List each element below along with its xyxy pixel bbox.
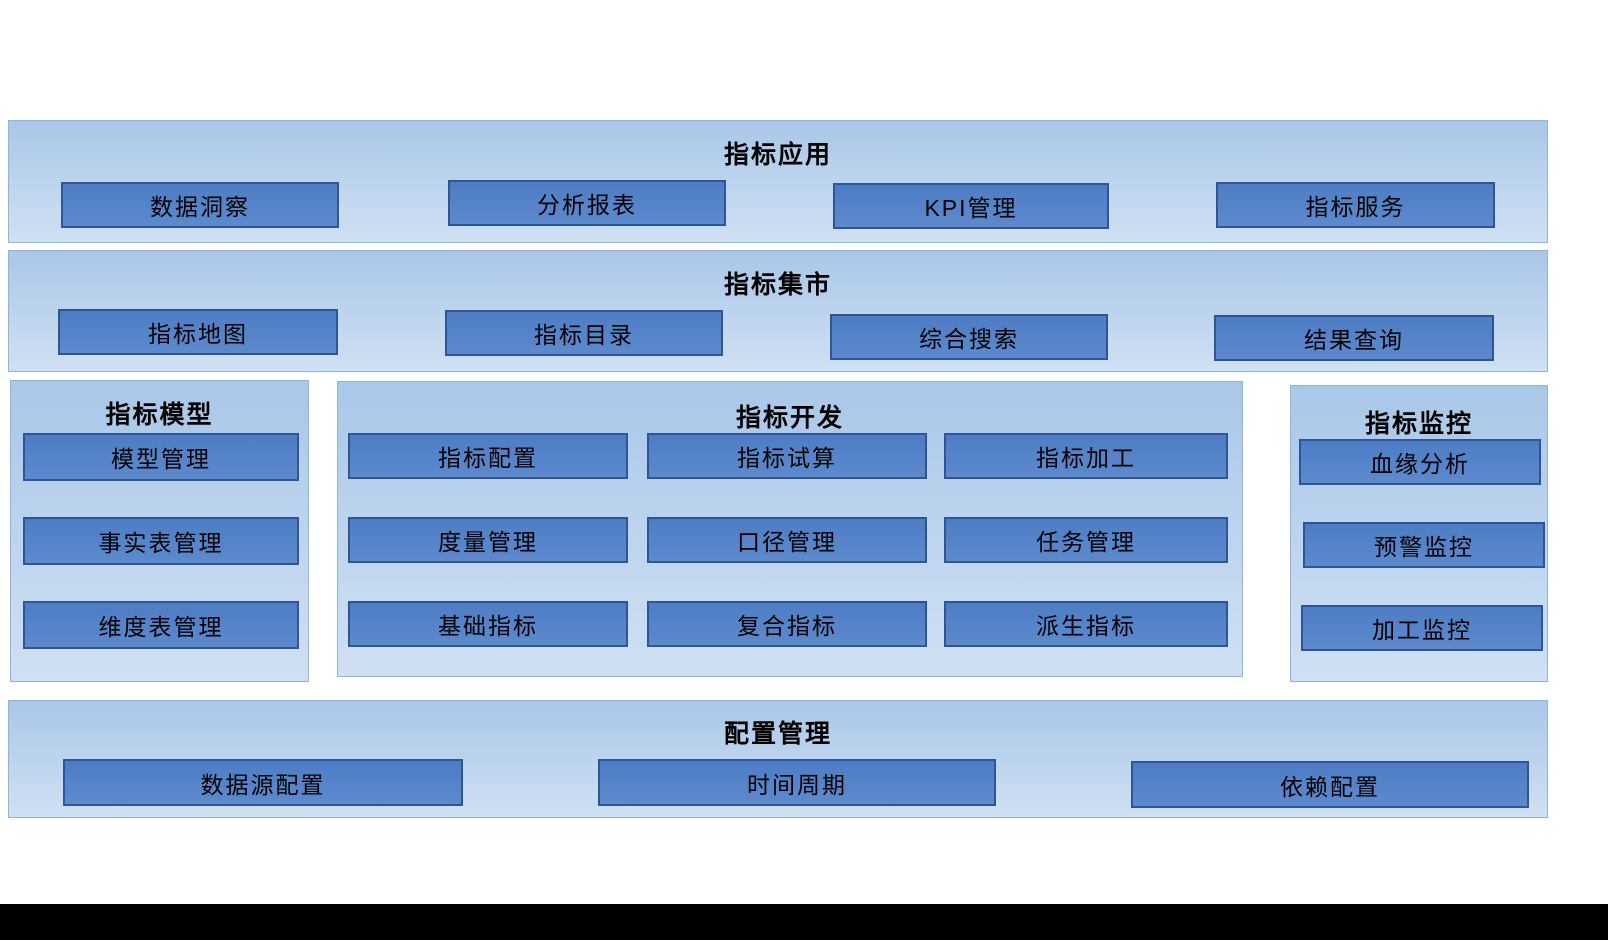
node-measure-management: 度量管理 bbox=[348, 517, 628, 563]
node-composite-indicator: 复合指标 bbox=[647, 601, 927, 647]
node-caliber-management: 口径管理 bbox=[647, 517, 927, 563]
node-time-period: 时间周期 bbox=[598, 759, 996, 806]
section-title: 指标模型 bbox=[105, 401, 214, 429]
node-comprehensive-search: 综合搜索 bbox=[830, 314, 1108, 360]
node-dimension-table-management: 维度表管理 bbox=[23, 601, 299, 649]
node-processing-monitoring: 加工监控 bbox=[1301, 605, 1543, 651]
node-model-management: 模型管理 bbox=[23, 433, 299, 481]
node-kpi-management: KPI管理 bbox=[833, 183, 1109, 229]
node-task-management: 任务管理 bbox=[944, 517, 1228, 563]
section-indicator-model: 指标模型 模型管理 事实表管理 维度表管理 bbox=[10, 380, 309, 682]
node-fact-table-management: 事实表管理 bbox=[23, 517, 299, 565]
node-indicator-catalog: 指标目录 bbox=[445, 310, 723, 356]
node-datasource-config: 数据源配置 bbox=[63, 759, 463, 806]
section-title: 指标开发 bbox=[735, 404, 844, 432]
section-title: 指标应用 bbox=[723, 141, 832, 169]
node-alert-monitoring: 预警监控 bbox=[1303, 522, 1545, 568]
node-indicator-processing: 指标加工 bbox=[944, 433, 1228, 479]
node-indicator-config: 指标配置 bbox=[348, 433, 628, 479]
node-data-insight: 数据洞察 bbox=[61, 182, 339, 228]
node-basic-indicator: 基础指标 bbox=[348, 601, 628, 647]
section-indicator-development: 指标开发 指标配置 指标试算 指标加工 度量管理 口径管理 任务管理 基础指标 … bbox=[337, 381, 1243, 677]
node-indicator-service: 指标服务 bbox=[1216, 182, 1495, 228]
node-result-query: 结果查询 bbox=[1214, 315, 1494, 361]
section-configuration-management: 配置管理 数据源配置 时间周期 依赖配置 bbox=[8, 700, 1548, 818]
node-indicator-map: 指标地图 bbox=[58, 309, 338, 355]
section-title: 指标监控 bbox=[1364, 410, 1473, 438]
section-indicator-monitoring: 指标监控 血缘分析 预警监控 加工监控 bbox=[1290, 385, 1548, 682]
node-lineage-analysis: 血缘分析 bbox=[1299, 439, 1541, 485]
section-title: 配置管理 bbox=[723, 720, 832, 748]
node-derived-indicator: 派生指标 bbox=[944, 601, 1228, 647]
section-indicator-application: 指标应用 数据洞察 分析报表 KPI管理 指标服务 bbox=[8, 120, 1548, 243]
section-indicator-market: 指标集市 指标地图 指标目录 综合搜索 结果查询 bbox=[8, 250, 1548, 372]
node-indicator-trial-calculation: 指标试算 bbox=[647, 433, 927, 479]
section-title: 指标集市 bbox=[723, 271, 832, 299]
node-dependency-config: 依赖配置 bbox=[1131, 761, 1529, 808]
letterbox-bar bbox=[0, 904, 1608, 940]
node-analysis-report: 分析报表 bbox=[448, 180, 726, 226]
